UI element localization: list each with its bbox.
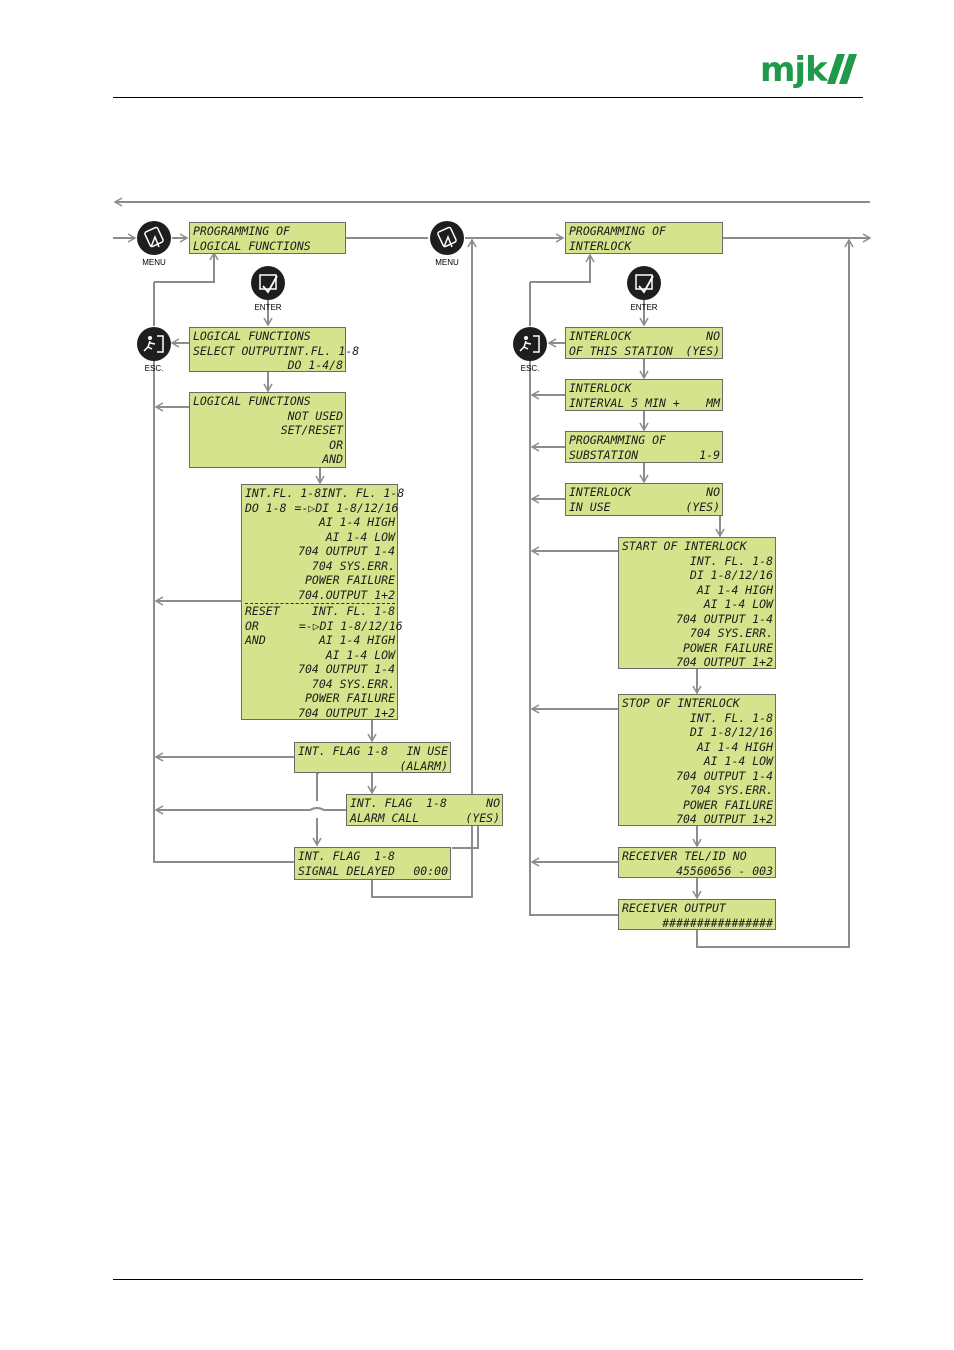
esc-exit-icon [519,335,540,353]
menu-key-label: MENU [435,258,459,267]
header-rule [113,97,863,98]
lcd-receiver-tel-id[interactable]: RECEIVER TEL/ID NO 45560656 - 003 [618,847,776,878]
enter-hand-icon [635,274,654,294]
menu-key-label: MENU [142,258,166,267]
esc-key-right[interactable] [513,327,547,361]
logo-text: mjk [760,50,828,90]
logo-slashes-icon [826,54,857,84]
lcd-stop-of-interlock[interactable]: STOP OF INTERLOCK INT. FL. 1-8 DI 1-8/12… [618,694,776,826]
enter-key-label: ENTER [630,303,658,312]
esc-key-left[interactable] [137,327,171,361]
enter-key-right[interactable] [627,266,661,300]
lcd-programming-logical-functions[interactable]: PROGRAMMING OF LOGICAL FUNCTIONS [189,222,346,254]
enter-hand-icon [259,274,278,294]
menu-hand-icon [144,226,164,248]
enter-key-left[interactable] [251,266,285,300]
lcd-interlock-interval[interactable]: INTERLOCK INTERVAL 5 MIN +MM [565,379,723,411]
lcd-programming-interlock[interactable]: PROGRAMMING OF INTERLOCK [565,222,723,254]
mjk-logo: mjk [760,50,857,90]
lcd-dashed-divider [245,603,395,604]
menu-key-right[interactable] [430,221,464,255]
menu-hand-icon [437,226,457,248]
footer-rule [113,1279,863,1280]
esc-key-label: ESC. [520,364,540,373]
esc-key-label: ESC. [144,364,164,373]
lcd-start-of-interlock[interactable]: START OF INTERLOCK INT. FL. 1-8 DI 1-8/1… [618,537,776,669]
lcd-receiver-output[interactable]: RECEIVER OUTPUT ################ [618,899,776,930]
lcd-logical-functions-type[interactable]: LOGICAL FUNCTIONS NOT USED SET/RESET OR … [189,392,346,468]
enter-key-label: ENTER [254,303,282,312]
esc-exit-icon [143,335,164,353]
menu-key-left[interactable] [137,221,171,255]
